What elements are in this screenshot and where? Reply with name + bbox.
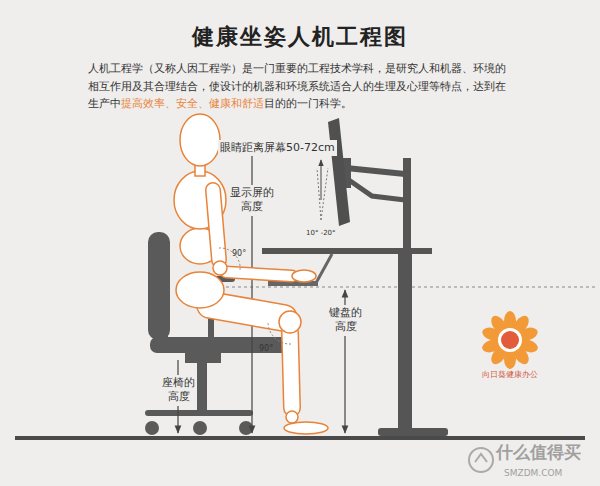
wooden-mannequin xyxy=(286,411,298,423)
wooden-mannequin xyxy=(213,261,227,275)
sunflower-logo xyxy=(481,311,540,369)
monitor xyxy=(328,118,350,226)
office-chair xyxy=(145,232,290,435)
watermark: 什么值得买 xyxy=(496,441,581,463)
wooden-mannequin xyxy=(180,114,220,166)
wooden-mannequin xyxy=(290,332,292,408)
office-chair xyxy=(148,232,170,340)
height-dimension: 座椅的高度 xyxy=(160,375,197,406)
wooden-mannequin xyxy=(290,332,292,408)
angle-arcs xyxy=(219,248,291,344)
intro-paragraph: 人机工程学（又称人因工程学）是一门重要的工程技术学科，是研究人和机器、环境的相互… xyxy=(88,60,514,113)
monitor-arm xyxy=(346,178,405,200)
watermark-icon xyxy=(469,448,493,472)
wooden-mannequin xyxy=(226,272,292,276)
angle-label: 90° xyxy=(259,344,273,354)
keyboard-level-dashed xyxy=(196,287,598,288)
desk xyxy=(316,254,332,283)
sunflower-logo xyxy=(498,328,522,352)
office-chair xyxy=(145,421,159,435)
watermark: SMZDM.COM xyxy=(504,468,562,480)
tilt-indicator xyxy=(317,160,328,220)
office-chair xyxy=(239,421,253,435)
sunflower-logo xyxy=(481,311,540,369)
watermark-icon xyxy=(469,448,493,472)
height-dimension: 显示屏的高度 xyxy=(228,185,276,216)
monitor-arm xyxy=(346,168,405,174)
wooden-mannequin xyxy=(226,272,292,276)
floor-line xyxy=(15,436,585,440)
monitor-arm xyxy=(328,118,411,250)
angle-label: 10° -20° xyxy=(306,229,336,238)
wooden-mannequin xyxy=(210,305,284,318)
desk xyxy=(398,254,412,430)
wooden-mannequin xyxy=(284,422,328,434)
tilt-indicator xyxy=(321,160,322,200)
wooden-mannequin xyxy=(210,305,284,318)
intro-text: 目的的一门科学。 xyxy=(264,97,352,110)
sunflower-logo xyxy=(501,331,519,349)
office-chair xyxy=(193,421,207,435)
angle-label: 90° xyxy=(232,249,246,259)
tilt-indicator xyxy=(317,168,321,220)
intro-text: 提高效率、安全、健康和舒适 xyxy=(121,97,264,110)
page-title: 健康坐姿人机工程图 xyxy=(192,22,408,52)
wooden-mannequin xyxy=(176,272,224,308)
wooden-mannequin xyxy=(213,190,219,260)
logo-text: 向日葵健康办公 xyxy=(482,370,538,380)
desk xyxy=(378,428,448,436)
office-chair xyxy=(145,410,253,416)
wooden-mannequin xyxy=(279,311,301,333)
wooden-mannequin xyxy=(174,114,328,434)
wooden-mannequin xyxy=(213,261,316,282)
wooden-mannequin xyxy=(174,114,328,434)
office-chair xyxy=(185,353,221,363)
tilt-indicator xyxy=(321,168,328,220)
watermark-icon xyxy=(475,454,487,462)
height-dimension: 键盘的高度 xyxy=(327,305,364,336)
wooden-mannequin xyxy=(213,190,219,260)
wooden-mannequin xyxy=(292,270,316,282)
office-chair xyxy=(197,363,207,411)
angle-arcs xyxy=(268,322,291,344)
distance-dimension: 眼睛距离屏幕50-72cm xyxy=(218,140,337,156)
